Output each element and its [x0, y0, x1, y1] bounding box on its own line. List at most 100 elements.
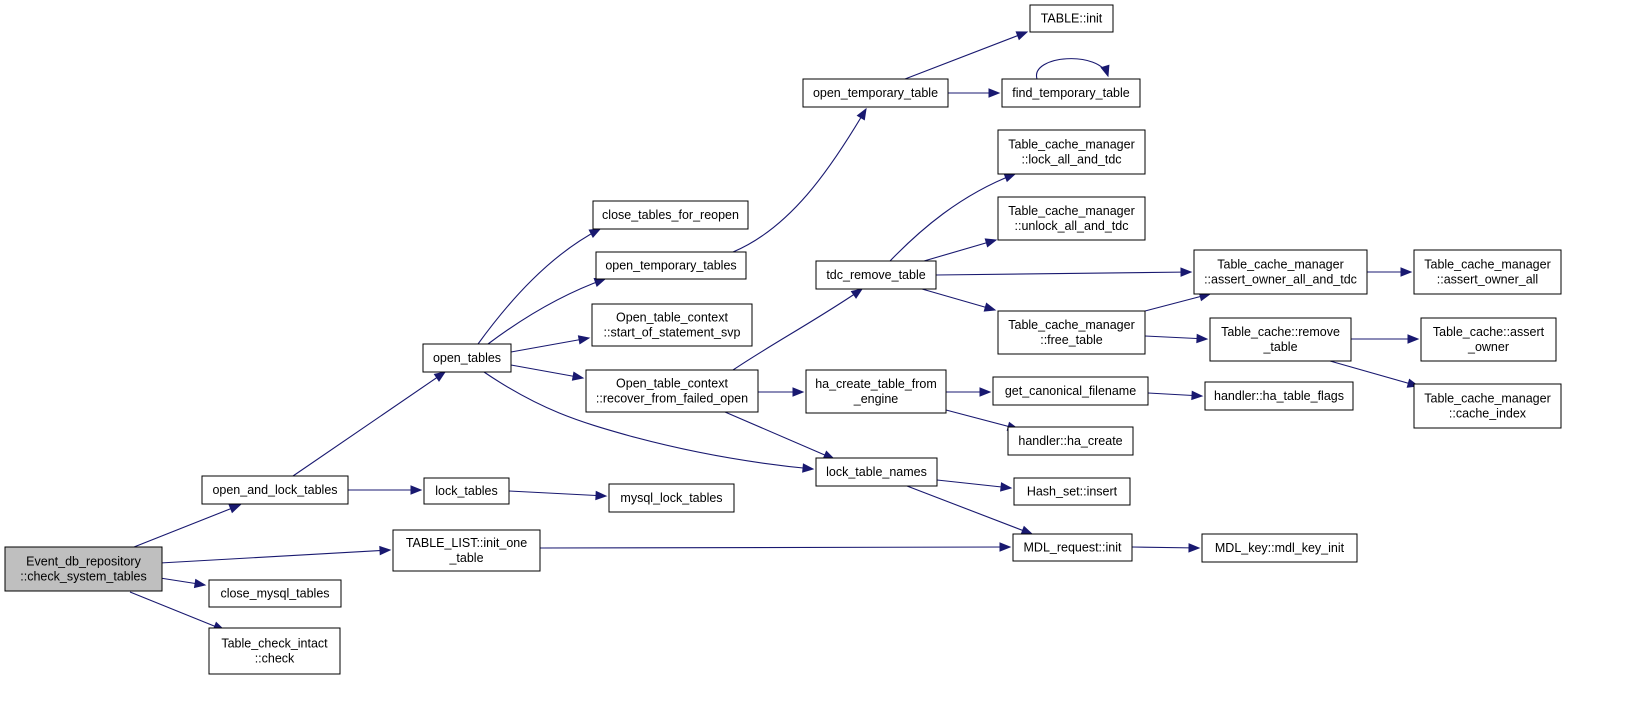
node-tcm_free_table[interactable]: Table_cache_manager::free_table: [997, 310, 1146, 355]
arrowhead-open_temporary_table-to-find_temporary_table: [988, 88, 1001, 98]
node-box: [592, 200, 749, 230]
edge-open_tables-to-lock_table_names: [483, 371, 814, 470]
node-close_mysql_tables[interactable]: close_mysql_tables: [208, 579, 342, 608]
arrowhead-open_tables-to-open_temporary_tables: [593, 278, 607, 287]
arrowhead-root-to-open_and_lock_tables: [228, 504, 242, 514]
node-label: open_tables: [433, 351, 501, 365]
node-ha_create_table_from_engine[interactable]: ha_create_table_from_engine: [805, 369, 947, 414]
node-tcm_assert_owner_all[interactable]: Table_cache_manager::assert_owner_all: [1413, 249, 1562, 295]
node-table_init[interactable]: TABLE::init: [1029, 4, 1114, 33]
edge-open_tables-to-otc_start_of_statement_svp: [510, 337, 590, 353]
arrowhead-tcm_assert_owner_all_and_tdc-to-tcm_assert_owner_all: [1400, 267, 1413, 277]
node-label: ha_create_table_from: [815, 377, 937, 391]
node-label: ::lock_all_and_tdc: [1021, 153, 1121, 167]
node-box: [997, 310, 1146, 355]
node-find_temporary_table[interactable]: find_temporary_table: [1001, 78, 1141, 108]
node-label: mysql_lock_tables: [620, 491, 722, 505]
node-label: TABLE_LIST::init_one: [406, 536, 527, 550]
node-label: ::recover_from_failed_open: [596, 392, 748, 406]
edge-find_temporary_table-to-find_temporary_table: [1036, 58, 1109, 80]
node-mdl_request_init[interactable]: MDL_request::init: [1012, 533, 1133, 562]
node-label: Event_db_repository: [26, 555, 141, 569]
node-table_list_init_one_table[interactable]: TABLE_LIST::init_one_table: [392, 529, 541, 572]
node-label: Table_cache::remove: [1221, 325, 1340, 339]
edge-table_list_init_one_table-to-mdl_request_init: [539, 546, 1011, 549]
node-label: open_temporary_tables: [605, 259, 736, 273]
node-handler_ha_table_flags[interactable]: handler::ha_table_flags: [1204, 381, 1354, 411]
node-otc_recover_from_failed_open[interactable]: Open_table_context::recover_from_failed_…: [585, 369, 759, 413]
node-tcm_unlock_all_and_tdc[interactable]: Table_cache_manager::unlock_all_and_tdc: [997, 196, 1146, 241]
edge-otc_recover_from_failed_open-to-lock_table_names: [724, 411, 835, 460]
node-box: [1420, 317, 1557, 362]
node-tcm_assert_owner_all_and_tdc[interactable]: Table_cache_manager::assert_owner_all_an…: [1193, 249, 1368, 295]
edge-tdc_remove_table-to-tcm_free_table: [921, 288, 996, 311]
node-table_check_intact_check[interactable]: Table_check_intact::check: [208, 627, 341, 675]
node-close_tables_for_reopen[interactable]: close_tables_for_reopen: [592, 200, 749, 230]
node-label: ::start_of_statement_svp: [604, 326, 741, 340]
node-otc_start_of_statement_svp[interactable]: Open_table_context::start_of_statement_s…: [591, 303, 753, 347]
node-label: Table_cache_manager: [1424, 258, 1550, 272]
node-label: TABLE::init: [1041, 12, 1103, 26]
node-box: [595, 251, 747, 280]
node-label: Table_cache_manager: [1008, 318, 1134, 332]
node-box: [423, 477, 510, 505]
node-label: tdc_remove_table: [826, 268, 925, 282]
arrowhead-tdc_remove_table-to-tcm_assert_owner_all_and_tdc: [1180, 267, 1193, 277]
node-label: find_temporary_table: [1012, 86, 1129, 100]
node-box: [1013, 477, 1131, 506]
node-open_tables[interactable]: open_tables: [422, 343, 512, 373]
node-box: [1029, 4, 1114, 33]
node-label: lock_table_names: [826, 465, 927, 479]
edge-lock_tables-to-mysql_lock_tables: [508, 490, 607, 497]
node-open_and_lock_tables[interactable]: open_and_lock_tables: [201, 475, 349, 505]
node-box: [422, 343, 512, 373]
node-box: [1193, 249, 1368, 295]
arrowhead-ha_create_table_from_engine-to-get_canonical_filename: [979, 387, 992, 397]
node-open_temporary_tables[interactable]: open_temporary_tables: [595, 251, 747, 280]
node-label: open_temporary_table: [813, 86, 938, 100]
node-label: _owner: [1467, 340, 1509, 354]
node-label: close_tables_for_reopen: [602, 208, 739, 222]
node-table_cache_remove_table[interactable]: Table_cache::remove_table: [1209, 317, 1352, 362]
node-handler_ha_create[interactable]: handler::ha_create: [1007, 426, 1134, 456]
node-label: handler::ha_table_flags: [1214, 389, 1344, 403]
node-mdl_key_mdl_key_init[interactable]: MDL_key::mdl_key_init: [1201, 533, 1358, 563]
node-box: [815, 260, 937, 290]
node-root[interactable]: Event_db_repository::check_system_tables: [4, 546, 163, 592]
arrowhead-otc_recover_from_failed_open-to-tdc_remove_table: [850, 288, 864, 299]
call-graph-edges: [129, 31, 1420, 631]
arrowhead-root-to-table_list_init_one_table: [379, 545, 392, 556]
arrowhead-open_temporary_table-to-table_init: [1015, 31, 1029, 41]
node-tcm_cache_index[interactable]: Table_cache_manager::cache_index: [1413, 383, 1562, 429]
node-box: [1413, 383, 1562, 429]
node-tdc_remove_table[interactable]: tdc_remove_table: [815, 260, 937, 290]
node-mysql_lock_tables[interactable]: mysql_lock_tables: [608, 483, 735, 513]
node-open_temporary_table[interactable]: open_temporary_table: [802, 78, 949, 108]
edge-tcm_free_table-to-tcm_assert_owner_all_and_tdc: [1144, 293, 1211, 312]
edge-open_temporary_tables-to-open_temporary_table: [732, 108, 867, 253]
arrowhead-tcm_free_table-to-table_cache_remove_table: [1196, 333, 1209, 344]
arrowhead-find_temporary_table-to-find_temporary_table: [1100, 64, 1110, 78]
arrowhead-open_tables-to-lock_table_names: [802, 463, 815, 473]
edge-root-to-table_list_init_one_table: [159, 549, 391, 564]
node-box: [992, 376, 1149, 406]
node-label: Table_cache_manager: [1008, 204, 1134, 218]
node-hash_set_insert[interactable]: Hash_set::insert: [1013, 477, 1131, 506]
node-label: Hash_set::insert: [1027, 485, 1118, 499]
node-box: [997, 129, 1146, 175]
node-label: ::free_table: [1040, 333, 1103, 347]
arrowhead-open_and_lock_tables-to-lock_tables: [410, 485, 423, 495]
edge-mdl_request_init-to-mdl_key_mdl_key_init: [1131, 546, 1200, 549]
node-get_canonical_filename[interactable]: get_canonical_filename: [992, 376, 1149, 406]
arrowhead-lock_table_names-to-hash_set_insert: [1000, 482, 1013, 492]
node-label: ::assert_owner_all: [1437, 273, 1538, 287]
node-lock_tables[interactable]: lock_tables: [423, 477, 510, 505]
node-box: [1201, 533, 1358, 563]
node-lock_table_names[interactable]: lock_table_names: [815, 457, 938, 487]
node-label: _table: [1262, 340, 1297, 354]
node-box: [201, 475, 349, 505]
edge-ha_create_table_from_engine-to-handler_ha_create: [945, 409, 1019, 430]
node-table_cache_assert_owner[interactable]: Table_cache::assert_owner: [1420, 317, 1557, 362]
edge-root-to-table_check_intact_check: [129, 591, 225, 631]
node-tcm_lock_all_and_tdc[interactable]: Table_cache_manager::lock_all_and_tdc: [997, 129, 1146, 175]
